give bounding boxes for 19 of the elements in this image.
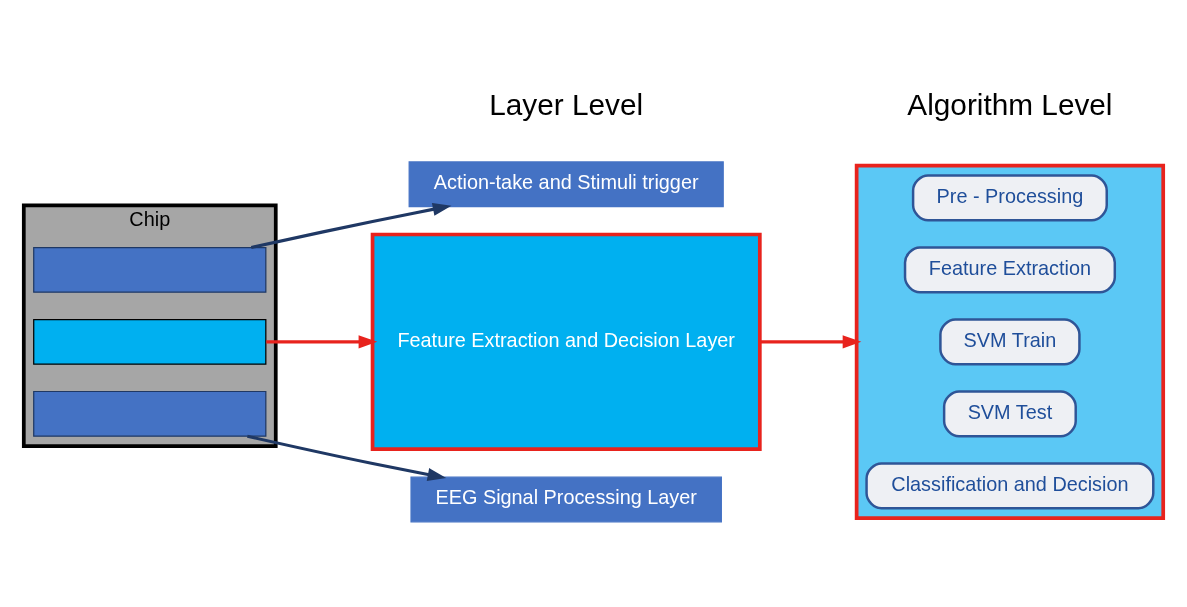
node-box: Pre - Processing	[911, 173, 1108, 221]
arrow	[760, 334, 862, 348]
node-box: Feature Extraction and Decision Layer	[370, 232, 762, 451]
arrow	[266, 334, 378, 348]
node-box	[33, 318, 267, 365]
node-box: SVM Train	[939, 317, 1081, 365]
node-box: Classification and Decision	[865, 461, 1155, 509]
arrow	[250, 202, 452, 249]
label: Algorithm Level	[907, 87, 1113, 121]
node-box	[33, 390, 267, 437]
cluster: Chip	[21, 202, 278, 448]
node-box: Action-take and Stimuli trigger	[408, 160, 724, 207]
node-box: Feature Extraction	[903, 245, 1117, 293]
cluster	[854, 163, 1166, 520]
label: Layer Level	[489, 87, 644, 121]
node-box	[33, 246, 267, 293]
arrow	[247, 434, 447, 481]
node-box: SVM Test	[942, 389, 1077, 437]
node-box: EEG Signal Processing Layer	[410, 476, 722, 522]
